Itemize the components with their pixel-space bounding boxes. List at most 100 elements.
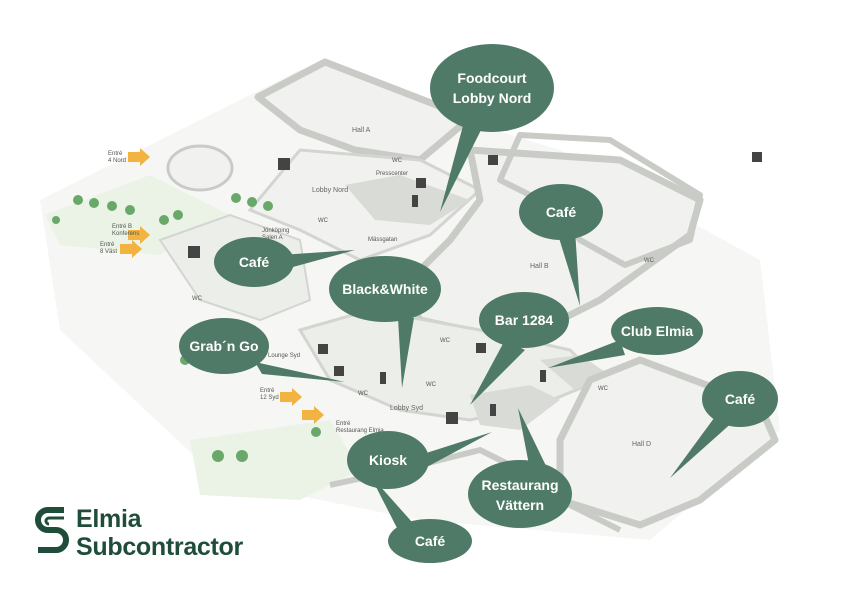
grab-n-go-label: Grab´n Go xyxy=(189,338,258,354)
right-wing xyxy=(497,132,703,268)
club-elmia-label: Club Elmia xyxy=(621,323,694,339)
tree-icon xyxy=(159,215,169,225)
grab-n-go-bubble[interactable] xyxy=(179,318,269,374)
facility-icons xyxy=(188,152,762,424)
wc-label: WC xyxy=(318,218,329,224)
foodcourt-label: Foodcourt xyxy=(457,70,527,86)
wc-label: WC xyxy=(598,386,609,392)
kiosk-bubble[interactable] xyxy=(347,431,429,489)
black-white-label: Black&White xyxy=(342,281,428,297)
jonkoping-sub-label: Salen A xyxy=(262,235,283,241)
hall-d-label: Hall D xyxy=(632,441,651,448)
tree-icon xyxy=(107,201,117,211)
black-white-bubble[interactable] xyxy=(329,256,441,322)
foodcourt-sub-label: Lobby Nord xyxy=(453,90,532,106)
restroom-icon xyxy=(416,178,426,188)
cafe-left-bubble[interactable] xyxy=(214,237,294,287)
cafe-hall-d-label: Café xyxy=(725,391,756,407)
entrance-vast-sub-label: 8 Väst xyxy=(100,249,117,255)
presscenter-label: Presscenter xyxy=(376,171,408,177)
restaurang-label: Restaurang xyxy=(481,477,558,493)
club-elmia-bubble[interactable] xyxy=(611,307,703,355)
wc-label: WC xyxy=(440,338,451,344)
cafe-bottom-tail xyxy=(370,475,412,530)
restroom-icon xyxy=(334,366,344,376)
entrance-syd-sub-label: 12 Syd xyxy=(260,395,279,401)
hall-a-label: Hall A xyxy=(352,127,371,134)
entrance-restaurant-sub-label: Restaurang Elmia xyxy=(336,428,384,434)
elmia-subcontractor-logo: Elmia Subcontractor xyxy=(34,503,324,563)
foodcourt-bubble[interactable] xyxy=(430,44,554,132)
bar-1284-label: Bar 1284 xyxy=(495,312,554,328)
restaurang-sub-label: Vättern xyxy=(496,497,544,513)
entrance-arrows xyxy=(120,148,324,424)
kiosk-label: Kiosk xyxy=(369,452,407,468)
arrow-icon xyxy=(120,240,142,258)
elmia-logo-icon xyxy=(35,507,69,553)
tree-icon xyxy=(89,198,99,208)
cafe-bottom-bubble[interactable] xyxy=(388,519,472,563)
tree-icon xyxy=(212,450,224,462)
restaurant-area xyxy=(470,385,560,430)
foodcourt-tail xyxy=(440,118,485,212)
arrow-icon xyxy=(128,226,150,244)
entrance-nord-label: Entré xyxy=(108,151,123,157)
lobby-nord-label: Lobby Nord xyxy=(312,187,348,194)
restaurant-icon xyxy=(540,370,546,382)
massgatan-label: Mässgatan xyxy=(368,237,397,243)
entrance-vast-label: Entré xyxy=(100,242,115,248)
restaurang-bubble[interactable] xyxy=(468,460,572,528)
entrance-restaurant-label: Entré xyxy=(336,421,351,427)
tree-icon xyxy=(73,195,83,205)
tree-icon xyxy=(52,216,60,224)
black-white-tail xyxy=(398,318,414,388)
cafe-top-right-tail xyxy=(555,225,580,306)
tree-icon xyxy=(236,450,248,462)
logo-line-1: Elmia xyxy=(76,505,142,533)
cafe-hall-d-tail xyxy=(670,410,735,478)
restaurant-icon xyxy=(490,404,496,416)
tree-icon xyxy=(173,210,183,220)
club-elmia-tail xyxy=(548,340,625,368)
restaurang-tail xyxy=(518,408,548,470)
tree-icon xyxy=(311,427,321,437)
restaurant-icon xyxy=(380,372,386,384)
kiosk-tail xyxy=(420,432,492,468)
wc-label: WC xyxy=(192,296,203,302)
callout-bubbles xyxy=(179,44,778,563)
wc-label: WC xyxy=(644,258,655,264)
tree-icon xyxy=(231,193,241,203)
restaurant-icon xyxy=(412,195,418,207)
lawn-bottom xyxy=(190,420,360,500)
wc-label: WC xyxy=(392,158,403,164)
tree-icon xyxy=(125,205,135,215)
entrance-b-sub-label: Konferens xyxy=(112,231,139,237)
lounge-label: Lounge Syd xyxy=(268,353,300,359)
foodcourt-area xyxy=(345,175,470,225)
rotunda xyxy=(166,144,234,192)
entrance-syd-label: Entré xyxy=(260,388,275,394)
cafe-left-tail xyxy=(280,250,355,270)
cafe-left-label: Café xyxy=(239,254,270,270)
hall-b-label: Hall B xyxy=(530,263,549,270)
arrow-icon xyxy=(128,148,150,166)
cafe-top-right-bubble[interactable] xyxy=(519,184,603,240)
restroom-icon xyxy=(752,152,762,162)
info-icon xyxy=(278,158,290,170)
entrance-nord-sub-label: 4 Nord xyxy=(108,158,126,164)
restroom-icon xyxy=(318,344,328,354)
info-icon xyxy=(446,412,458,424)
wc-label: WC xyxy=(358,391,369,397)
restroom-icon xyxy=(488,155,498,165)
bar-1284-tail xyxy=(470,340,525,405)
arrow-icon xyxy=(280,388,302,406)
info-icon xyxy=(188,246,200,258)
bar-1284-bubble[interactable] xyxy=(479,292,569,348)
cafe-hall-d-bubble[interactable] xyxy=(702,371,778,427)
tree-icon xyxy=(263,201,273,211)
grab-n-go-tail xyxy=(255,362,345,382)
logo-line-2: Subcontractor xyxy=(76,533,243,561)
wc-label: WC xyxy=(426,382,437,388)
